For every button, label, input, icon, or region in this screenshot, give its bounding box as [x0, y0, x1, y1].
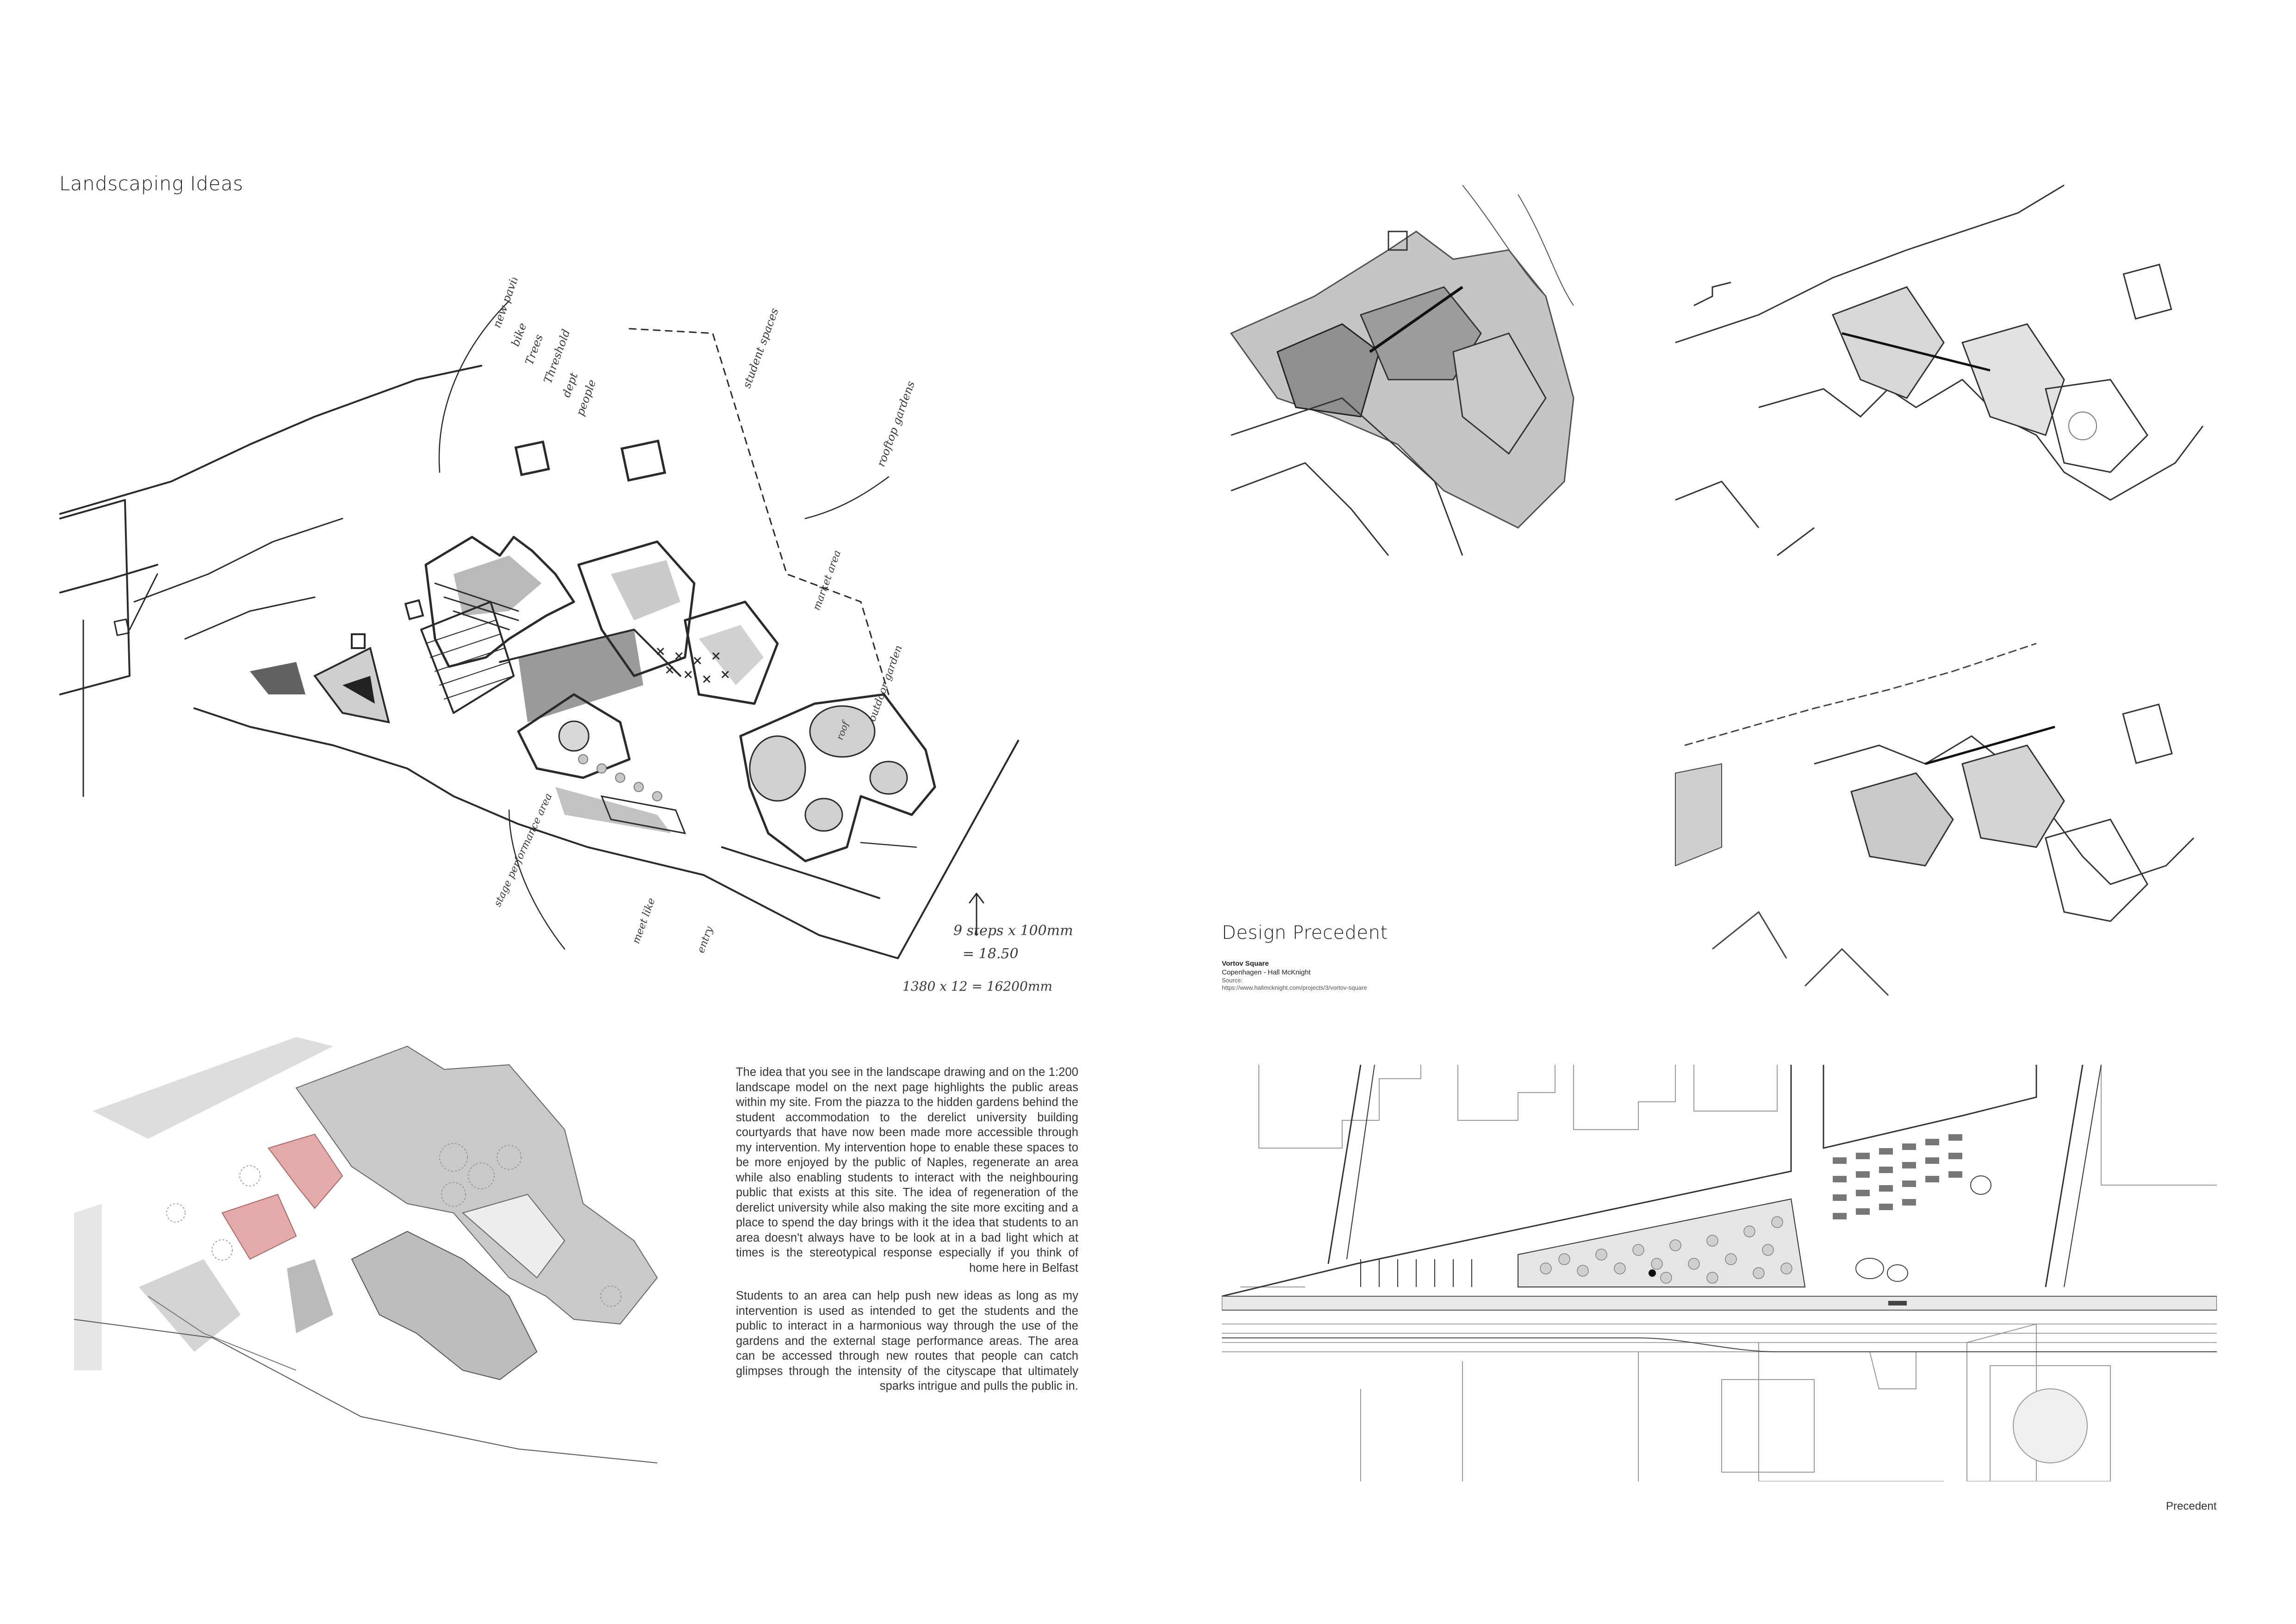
svg-text:student spaces: student spaces — [740, 306, 781, 390]
svg-text:outdoor garden: outdoor garden — [866, 644, 905, 723]
svg-text:stage performance area: stage performance area — [492, 792, 555, 909]
precedent-source-url[interactable]: https://www.hallmcknight.com/projects/3/… — [1222, 984, 1367, 991]
precedent-info: Vortov Square Copenhagen - Hall McKnight… — [1222, 959, 1546, 992]
svg-text:market area: market area — [811, 549, 843, 612]
svg-text:dept: dept — [560, 371, 580, 399]
precedent-sketch-2 — [1666, 176, 2212, 565]
svg-text:new paving: new paving — [490, 278, 524, 330]
landscaping-description: The idea that you see in the landscape d… — [736, 1065, 1078, 1407]
precedent-technical-plan — [1222, 1065, 2217, 1481]
svg-text:Trees: Trees — [523, 332, 546, 367]
svg-text:entry: entry — [695, 925, 716, 955]
description-paragraph-1: The idea that you see in the landscape d… — [736, 1066, 1078, 1274]
page-title-design-precedent: Design Precedent — [1222, 922, 1388, 943]
highlight-red-1 — [268, 1133, 343, 1209]
svg-text:= 18.50: = 18.50 — [963, 946, 1019, 962]
precedent-location: Copenhagen - Hall McKnight — [1222, 968, 1311, 976]
svg-text:1380 x 12 = 16200mm: 1380 x 12 = 16200mm — [902, 979, 1052, 994]
precedent-source-label: Source: — [1222, 977, 1243, 984]
landscaping-sketch-main: new paving bike Trees Threshold dept peo… — [56, 278, 1083, 1018]
svg-text:9 steps x 100mm: 9 steps x 100mm — [953, 923, 1073, 939]
footer-label-precedent: Precedent — [2166, 1500, 2217, 1512]
svg-text:rooftop gardens: rooftop gardens — [874, 379, 917, 468]
landscaping-sketch-shaded — [56, 1018, 713, 1472]
shaded-sketch-svg — [74, 1037, 658, 1463]
svg-text:meet like: meet like — [630, 897, 658, 946]
highlight-red-2 — [221, 1193, 297, 1260]
page-title-landscaping: Landscaping Ideas — [59, 172, 243, 195]
precedent-name: Vortov Square — [1222, 960, 1269, 968]
precedent-sketch-3 — [1666, 625, 2212, 1005]
svg-text:bike: bike — [509, 321, 529, 348]
landscaping-sketch-svg: new paving bike Trees Threshold dept peo… — [59, 278, 1073, 994]
description-paragraph-2: Students to an area can help push new id… — [736, 1289, 1078, 1393]
precedent-sketch-1 — [1222, 157, 1638, 565]
